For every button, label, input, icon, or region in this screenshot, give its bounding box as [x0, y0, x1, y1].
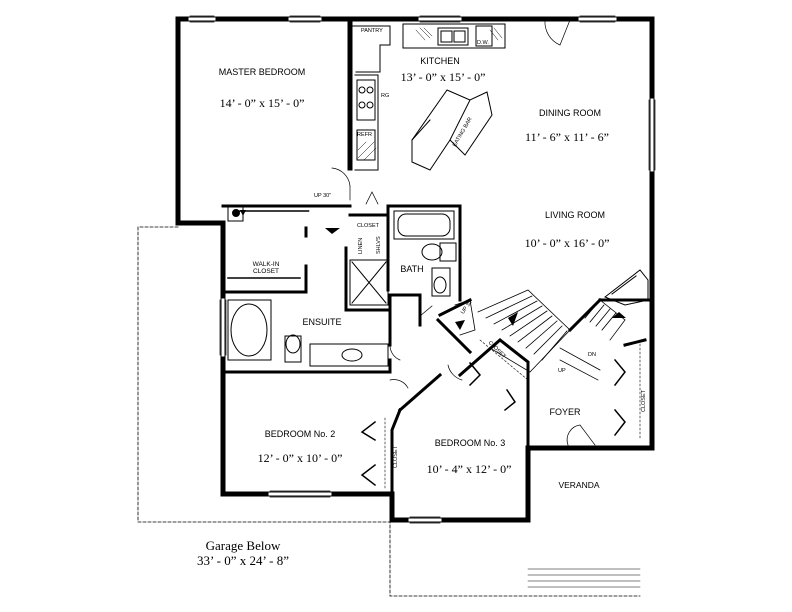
stair-up-label-2: UP — [558, 368, 566, 374]
stairs — [454, 289, 626, 381]
bedroom3-label: BEDROOM No. 3 — [434, 438, 506, 448]
dining-room-size: 11’ - 6” x 11’ - 6” — [525, 130, 609, 144]
dishwasher-label: D.W. — [477, 40, 489, 46]
closet-doors — [227, 210, 626, 487]
walk-in-closet-label-1: WALK-IN — [252, 261, 280, 268]
living-room-size: 10’ - 0” x 16’ - 0” — [524, 236, 610, 250]
kitchen-size: 13’ - 0” x 15’ - 0” — [400, 70, 486, 84]
up30-label: UP 30" — [314, 193, 332, 199]
living-room-label: LIVING ROOM — [544, 210, 606, 220]
bedroom2-size: 12’ - 0” x 10’ - 0” — [257, 451, 343, 465]
kitchen-counters — [351, 23, 506, 171]
master-bedroom-size: 14’ - 0” x 15’ - 0” — [219, 96, 305, 110]
stair-arrows — [240, 210, 626, 330]
range-label: RG — [381, 93, 390, 99]
hall-closet-label: CLOSET — [357, 223, 380, 229]
veranda-label: VERANDA — [558, 480, 600, 490]
bedroom2-closet-label: CLOSET — [393, 445, 399, 468]
garage-size: 33’ - 0” x 24’ - 8” — [197, 553, 289, 568]
fireplace — [604, 269, 649, 306]
pantry-label: PANTRY — [361, 28, 383, 34]
windows — [188, 17, 654, 522]
doors — [331, 19, 596, 446]
shelves-label: SHLVS — [376, 236, 382, 254]
window-frames — [189, 15, 656, 524]
fixtures — [227, 205, 457, 367]
foyer-closet-label: CLOSET — [641, 389, 647, 412]
driveway-lines — [527, 568, 641, 588]
linen-label: LINEN — [358, 237, 364, 254]
hatch-refr — [357, 27, 503, 161]
closet-shelf-lines — [384, 339, 641, 491]
refrigerator-label: REFR — [357, 132, 372, 138]
garage-outline — [137, 226, 641, 597]
foyer-label: FOYER — [549, 407, 581, 417]
walk-in-closet-label-2: CLOSET — [252, 268, 280, 275]
garage-label: Garage Below — [205, 538, 281, 553]
bedroom2-label: BEDROOM No. 2 — [264, 429, 336, 439]
bedroom3-size: 10’ - 4” x 12’ - 0” — [426, 462, 512, 476]
dining-room-label: DINING ROOM — [539, 108, 601, 118]
master-bedroom-label: MASTER BEDROOM — [218, 67, 306, 77]
kitchen-island — [411, 89, 493, 171]
stair-down-label: DN — [588, 352, 596, 358]
ensuite-label: ENSUITE — [302, 317, 342, 327]
bath-label: BATH — [400, 264, 424, 274]
interior-walls — [221, 204, 654, 496]
kitchen-label: KITCHEN — [420, 56, 460, 66]
